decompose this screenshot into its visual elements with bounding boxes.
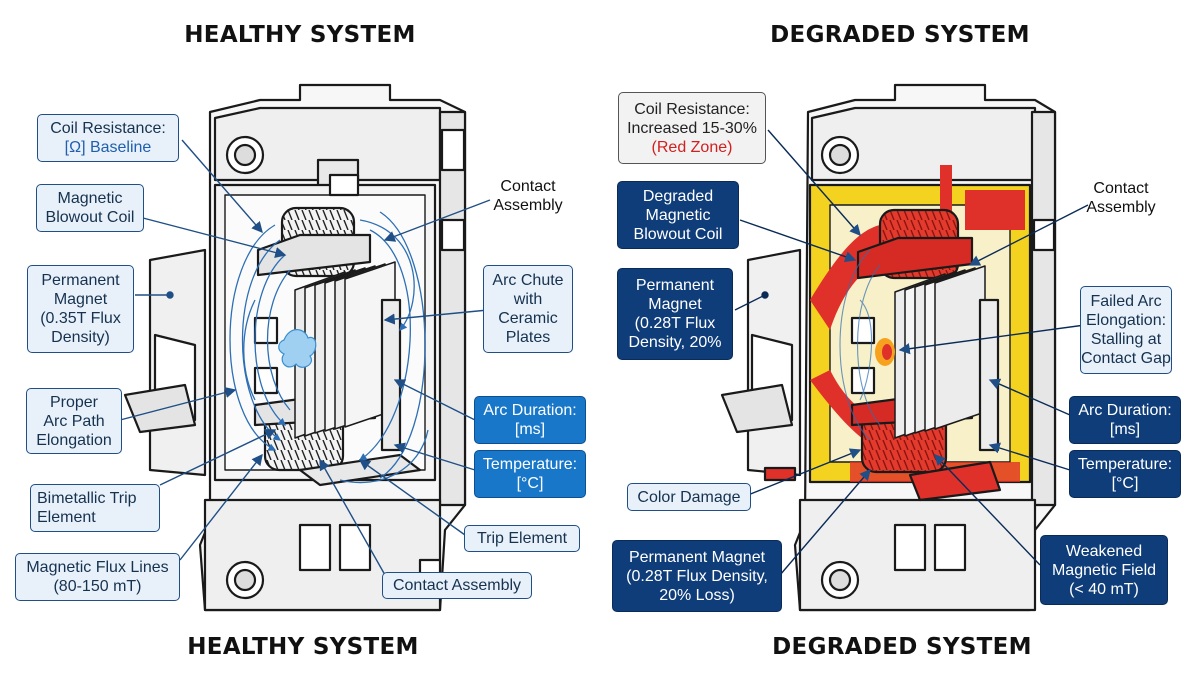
label-arc-chute-healthy: Arc Chute with Ceramic Plates [483, 265, 573, 353]
healthy-leaders [119, 139, 491, 576]
label-permanent-magnet-healthy: Permanent Magnet (0.35T Flux Density) [27, 265, 134, 353]
label-coil-resistance-healthy: Coil Resistance: [Ω] Baseline [37, 114, 179, 162]
label-permanent-magnet-loss-degraded: Permanent Magnet (0.28T Flux Density, 20… [612, 540, 782, 612]
label-contact-assembly-degraded: Contact Assembly [1086, 180, 1156, 216]
label-color-damage-degraded: Color Damage [627, 483, 751, 511]
label-permanent-magnet-degraded: Permanent Magnet (0.28T Flux Density, 20… [617, 268, 733, 360]
degraded-flux-lines [839, 249, 881, 441]
title-healthy-top: HEALTHY SYSTEM [184, 22, 416, 48]
label-contact-assembly-healthy-top: Contact Assembly [493, 178, 563, 214]
label-arc-path-healthy: Proper Arc Path Elongation [26, 388, 122, 454]
label-temperature-healthy: Temperature: [°C] [474, 450, 586, 498]
title-healthy-bottom: HEALTHY SYSTEM [187, 634, 419, 660]
label-blowout-coil-degraded: Degraded Magnetic Blowout Coil [617, 181, 739, 249]
label-flux-lines-healthy: Magnetic Flux Lines (80-150 mT) [15, 553, 180, 601]
healthy-arc-icon [278, 329, 317, 368]
label-failed-arc-degraded: Failed Arc Elongation: Stalling at Conta… [1080, 286, 1172, 374]
label-bimetallic-healthy: Bimetallic Trip Element [30, 484, 160, 532]
title-degraded-bottom: DEGRADED SYSTEM [772, 634, 1032, 660]
title-degraded-top: DEGRADED SYSTEM [770, 22, 1030, 48]
label-arc-duration-degraded: Arc Duration: [ms] [1069, 396, 1181, 444]
label-trip-element-healthy: Trip Element [464, 525, 580, 552]
degraded-leaders [734, 129, 1089, 576]
label-blowout-coil-healthy: Magnetic Blowout Coil [36, 184, 144, 232]
label-coil-resistance-degraded: Coil Resistance: Increased 15-30% (Red Z… [618, 92, 766, 164]
label-contact-assembly-healthy-bottom: Contact Assembly [382, 572, 532, 599]
label-weakened-field-degraded: Weakened Magnetic Field (< 40 mT) [1040, 535, 1168, 605]
stalled-arc-icon [875, 338, 895, 366]
label-temperature-degraded: Temperature: [°C] [1069, 450, 1181, 498]
label-arc-duration-healthy: Arc Duration: [ms] [474, 396, 586, 444]
